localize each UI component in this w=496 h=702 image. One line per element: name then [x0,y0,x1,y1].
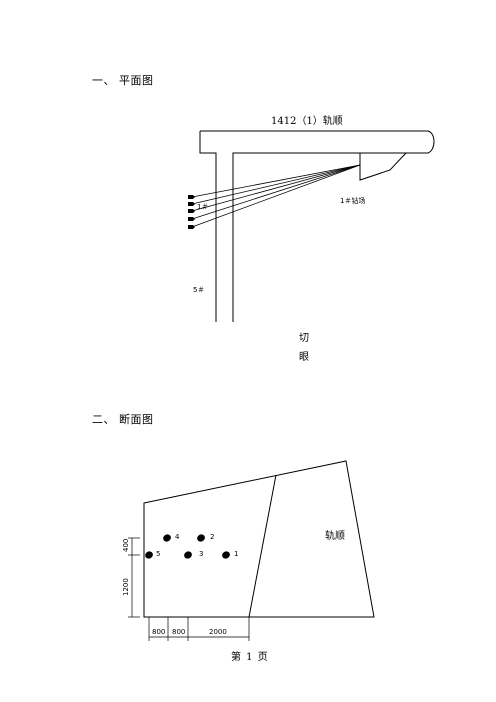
dim-horizontal-3: 2000 [209,628,227,636]
page-number: 第 1 页 [231,652,269,663]
drill-hole-end-2 [188,202,195,206]
drill-hole-ends [188,195,195,229]
horizontal-dimension [148,617,250,641]
drill-site-label: 1＃钻场 [340,197,366,205]
section-outline [143,460,375,618]
section2-heading: 二、 断面图 [92,413,154,426]
drill-hole-fan [191,164,361,228]
roadway-outline-left [199,131,217,322]
section-hole-3 [184,551,192,559]
drill-hole-line-5 [191,164,361,228]
drill-hole-line-1 [191,164,361,198]
section-hole-2 [197,534,205,542]
drill-hole-end-1 [188,195,195,199]
roadway-label-plan: 1412（1）轨顺 [271,116,343,127]
drill-hole-end-5 [188,225,195,229]
hole-1-section-label: 1 [234,550,239,558]
drill-hole-end-4 [188,217,195,221]
drill-hole-line-4 [191,164,361,220]
vertical-dimension [128,537,140,618]
roadway-outline [200,130,435,322]
hole-3-label: 3 [199,550,204,558]
drill-hole-line-2 [191,164,361,205]
roadway-boundary-line [248,474,277,618]
hole-4-label: 4 [175,533,180,541]
section-hole-4 [163,534,171,542]
hole-5-section-label: 5 [156,550,161,558]
drill-hole-line-3 [191,164,361,212]
section-holes [145,534,230,559]
hole-5-label: 5＃ [193,286,205,294]
dim-horizontal-1: 800 [152,628,166,636]
section1-heading: 一、 平面图 [92,74,154,87]
drill-site-shape [359,152,408,181]
hole-1-label: 1＃ [197,203,209,211]
dim-vertical-bottom: 1200 [122,578,130,596]
dim-vertical-top: 400 [122,538,130,552]
hole-2-label: 2 [210,533,215,541]
section-hole-1 [222,551,230,559]
roadway-label-section: 轨顺 [325,531,345,542]
cut-eye-label-1: 切 [299,333,309,344]
dim-horizontal-2: 800 [172,628,186,636]
cut-eye-label-2: 眼 [299,352,309,363]
drill-hole-end-3 [188,209,195,213]
section-hole-5 [145,551,153,559]
